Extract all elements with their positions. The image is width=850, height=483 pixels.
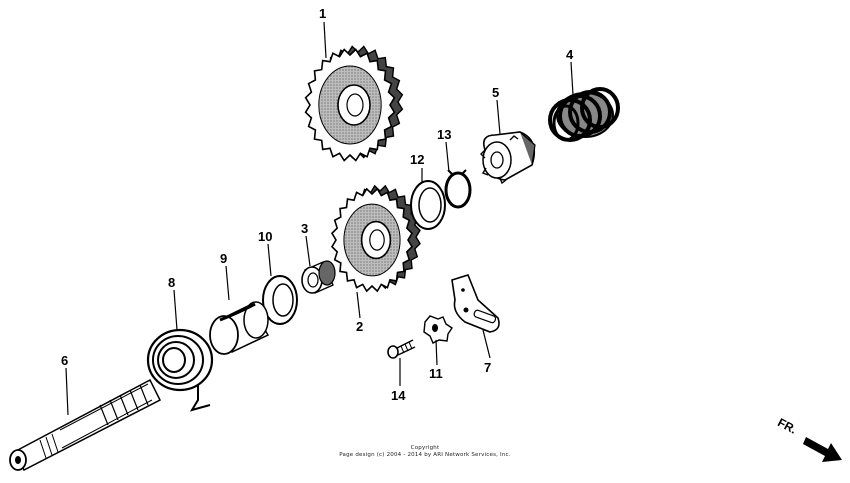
coil-spring <box>548 87 620 142</box>
collar <box>209 301 270 355</box>
special-nut <box>423 315 453 344</box>
copyright-notice: Page design (c) 2004 - 2014 by ARI Netwo… <box>339 452 511 458</box>
arrow-right-icon <box>803 437 842 462</box>
guide-plate <box>451 274 500 333</box>
callout-11: 11 <box>429 366 443 381</box>
callout-7: 7 <box>484 360 491 375</box>
callout-12: 12 <box>410 152 424 167</box>
callout-14: 14 <box>391 388 406 403</box>
washer-10 <box>262 275 298 325</box>
bolt <box>387 339 416 359</box>
callout-3: 3 <box>301 221 308 236</box>
callout-8: 8 <box>168 275 175 290</box>
bushing <box>301 260 336 294</box>
spindle-shaft <box>9 378 162 471</box>
callout-1: 1 <box>319 6 326 21</box>
callout-9: 9 <box>220 251 227 266</box>
leader-lines <box>65 21 574 416</box>
callout-numbers: 1 2 3 4 5 6 7 8 9 10 11 12 13 14 <box>61 6 574 403</box>
direction-label: FR. <box>775 415 799 436</box>
callout-10: 10 <box>258 229 272 244</box>
gear-upper <box>304 45 404 162</box>
callout-13: 13 <box>437 127 451 142</box>
copyright-label: Copyright <box>410 445 440 451</box>
callout-4: 4 <box>566 47 574 62</box>
ratchet <box>480 131 536 185</box>
callout-2: 2 <box>356 319 363 334</box>
callout-5: 5 <box>492 85 499 100</box>
callout-6: 6 <box>61 353 68 368</box>
washer-12 <box>410 180 446 230</box>
circlip <box>444 169 472 209</box>
torsion-spring <box>146 328 214 412</box>
gear-lower <box>330 184 421 293</box>
